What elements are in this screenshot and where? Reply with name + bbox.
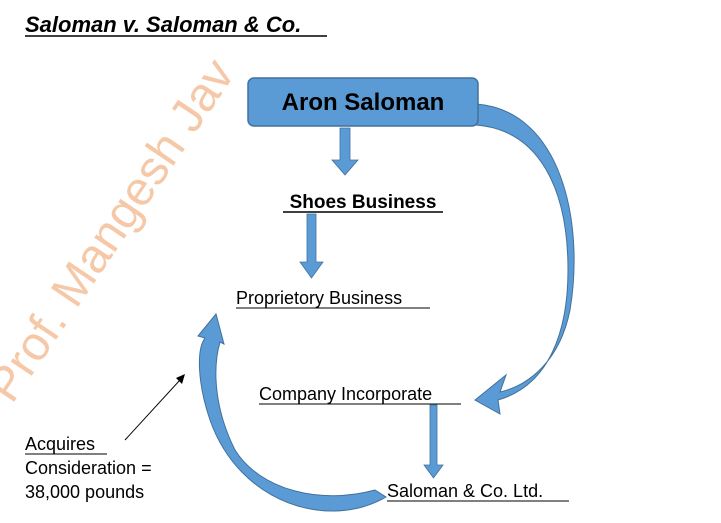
down-arrow-3 [423, 404, 444, 479]
proprietory-business-label: Proprietory Business [236, 288, 402, 308]
company-incorporate-label: Company Incorporate [259, 384, 432, 404]
aron-saloman-label: Aron Saloman [282, 89, 445, 116]
shoes-business-label: Shoes Business [290, 192, 437, 213]
curved-arrow-right [474, 103, 575, 415]
annotation-pointer-head [176, 374, 185, 384]
aron-saloman-box [247, 77, 479, 127]
curved-arrow-left [197, 312, 387, 512]
amount-label: 38,000 pounds [25, 482, 144, 502]
page-title: Saloman v. Saloman & Co. [25, 12, 301, 37]
consideration-label: Consideration = [25, 458, 152, 478]
acquires-label: Acquires [25, 434, 95, 454]
down-arrow-2 [299, 213, 324, 279]
saloman-co-ltd-label: Saloman & Co. Ltd. [387, 481, 543, 501]
annotation-pointer [124, 379, 181, 441]
down-arrow-1 [331, 127, 359, 176]
